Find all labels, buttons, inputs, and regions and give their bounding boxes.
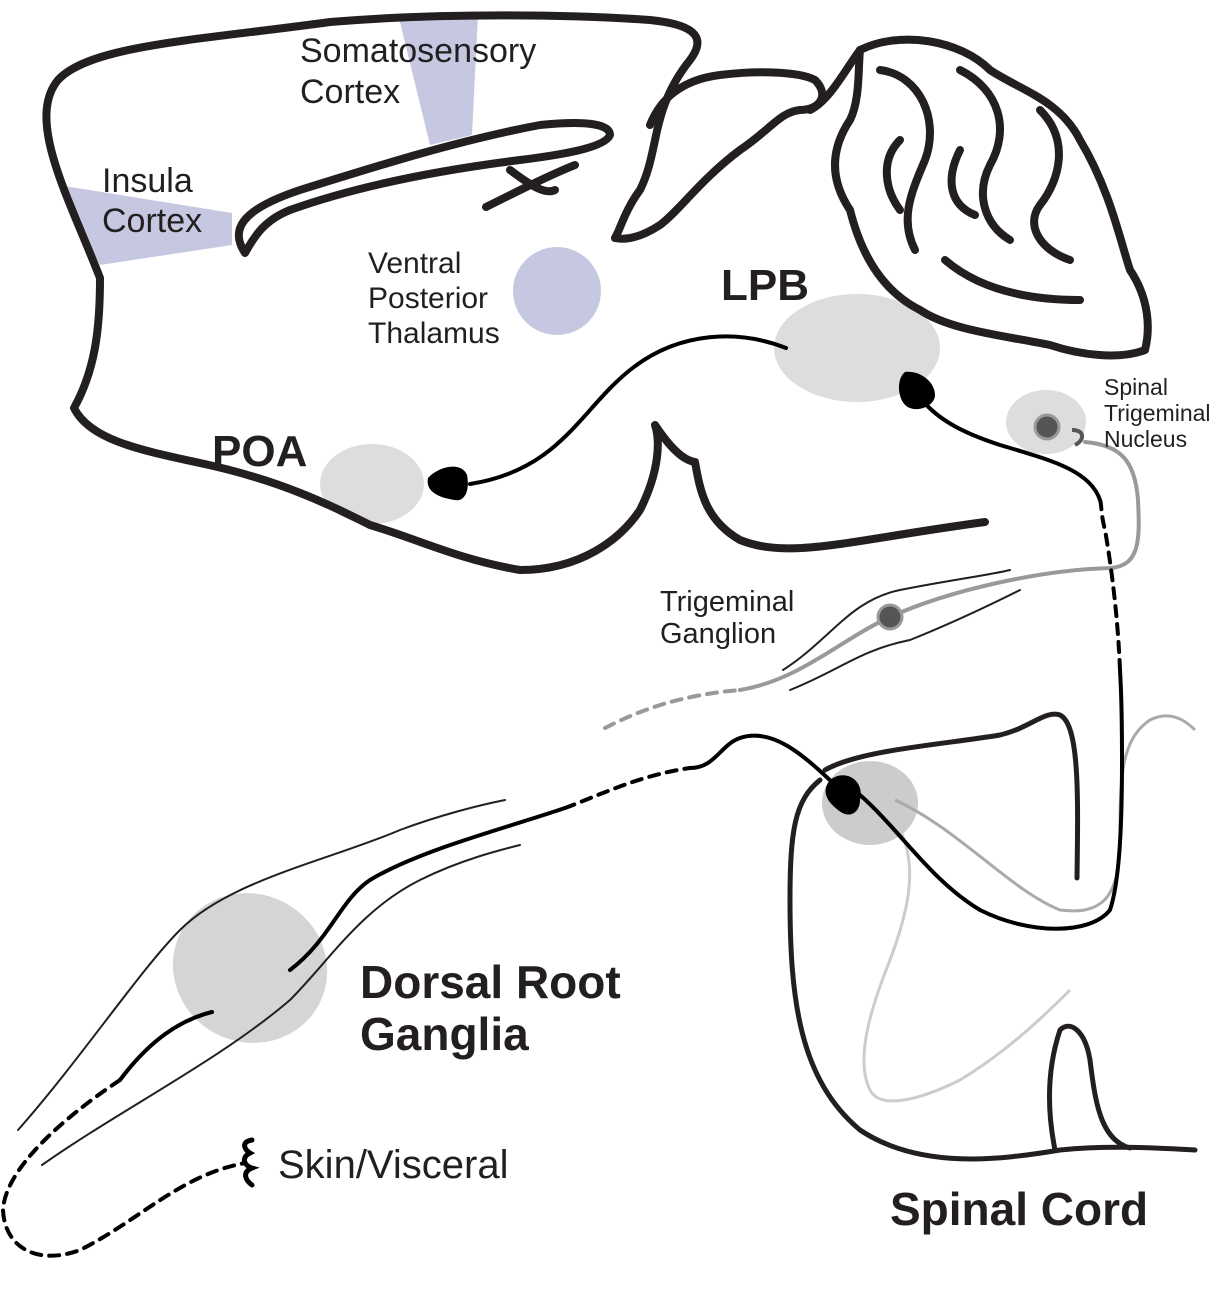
midbrain-outline: [611, 68, 827, 243]
drg-neuron-axon-dashed-peripheral: [0, 1078, 247, 1258]
spinal-cord-label: Spinal Cord: [890, 1183, 1148, 1235]
poa-label: POA: [212, 427, 307, 476]
trigeminal-ganglion-label-2: Ganglion: [660, 618, 776, 650]
cerebellum-folia-4: [941, 256, 1084, 304]
spinal-trigeminal-label-3: Nucleus: [1104, 426, 1187, 452]
somatosensory-cortex-label-1: Somatosensory: [300, 32, 536, 70]
drg-sheath-upper: [17, 799, 506, 1131]
spinal-projection-axon-dashed: [1098, 498, 1122, 672]
spinal-projection-axon-upper: [916, 393, 1102, 502]
drg-neuron-axon-peripheral: [118, 1010, 214, 1082]
spinal-trigeminal-soma: [1033, 413, 1061, 441]
skin-visceral-label: Skin/Visceral: [278, 1143, 508, 1187]
spinal-trigeminal-label-1: Spinal: [1104, 374, 1168, 400]
drg-label-1: Dorsal Root: [360, 956, 621, 1008]
spinal-cord-midline: [1047, 1023, 1133, 1153]
somatosensory-cortex-label-2: Cortex: [300, 73, 400, 111]
cerebellum-folia-3: [1030, 106, 1074, 264]
cerebellum-folia-2: [956, 66, 1014, 244]
insula-cortex-label-2: Cortex: [102, 202, 202, 240]
trigeminal-nerve-lower: [789, 589, 1021, 691]
spinal-trigeminal-label-2: Trigeminal: [1104, 400, 1211, 426]
lpb-poa-axon: [468, 334, 788, 486]
spinal-gray-matter-2: [862, 829, 1072, 1103]
vpt-label-1: Ventral: [368, 247, 461, 280]
drg-neuron-axon-dashed-central: [563, 766, 692, 810]
trigeminal-terminal: [1071, 428, 1085, 447]
trigeminal-neuron-axon: [738, 440, 1141, 692]
ventral-posterior-thalamus-region: [513, 247, 601, 335]
lpb-neuron-soma: [898, 371, 935, 410]
poa-region: [320, 444, 424, 524]
cerebellum-folia-1: [876, 66, 934, 254]
thalamus-fold: [482, 161, 579, 211]
vpt-label-3: Thalamus: [368, 317, 500, 350]
trigeminal-ganglion-label-1: Trigeminal: [660, 586, 794, 618]
drg-neuron-axon-central: [288, 806, 567, 972]
trigeminal-nerve-upper: [782, 569, 1011, 671]
spinal-projection-axon: [858, 668, 1125, 931]
insula-cortex-label-1: Insula: [102, 162, 193, 200]
skin-terminal: [241, 1137, 260, 1188]
somatosensory-cortex-region: [398, 14, 478, 145]
cerebellum-folia-5: [882, 136, 904, 214]
trigeminal-neuron-dashed: [603, 688, 742, 730]
insula-cortex-region: [58, 185, 232, 265]
trigeminal-ganglion-soma: [876, 603, 904, 631]
cerebellum: [831, 35, 1152, 360]
drg-region: [172, 893, 328, 1043]
poa-terminal-soma: [427, 466, 468, 501]
drg-neuron-axon-root: [688, 733, 842, 792]
spinal-cord-top: [822, 711, 1081, 881]
drg-sheath-lower: [41, 844, 521, 1166]
spinal-cord-outline: [787, 777, 1198, 1162]
brain-outline: [42, 11, 989, 574]
vpt-label-2: Posterior: [368, 282, 488, 315]
lpb-region: [774, 294, 940, 402]
cerebellum-folia-6: [947, 146, 979, 219]
lpb-label: LPB: [721, 261, 809, 310]
drg-label-2: Ganglia: [360, 1008, 529, 1060]
cortex-fold: [234, 119, 614, 257]
spinal-projection-soma: [825, 775, 861, 815]
